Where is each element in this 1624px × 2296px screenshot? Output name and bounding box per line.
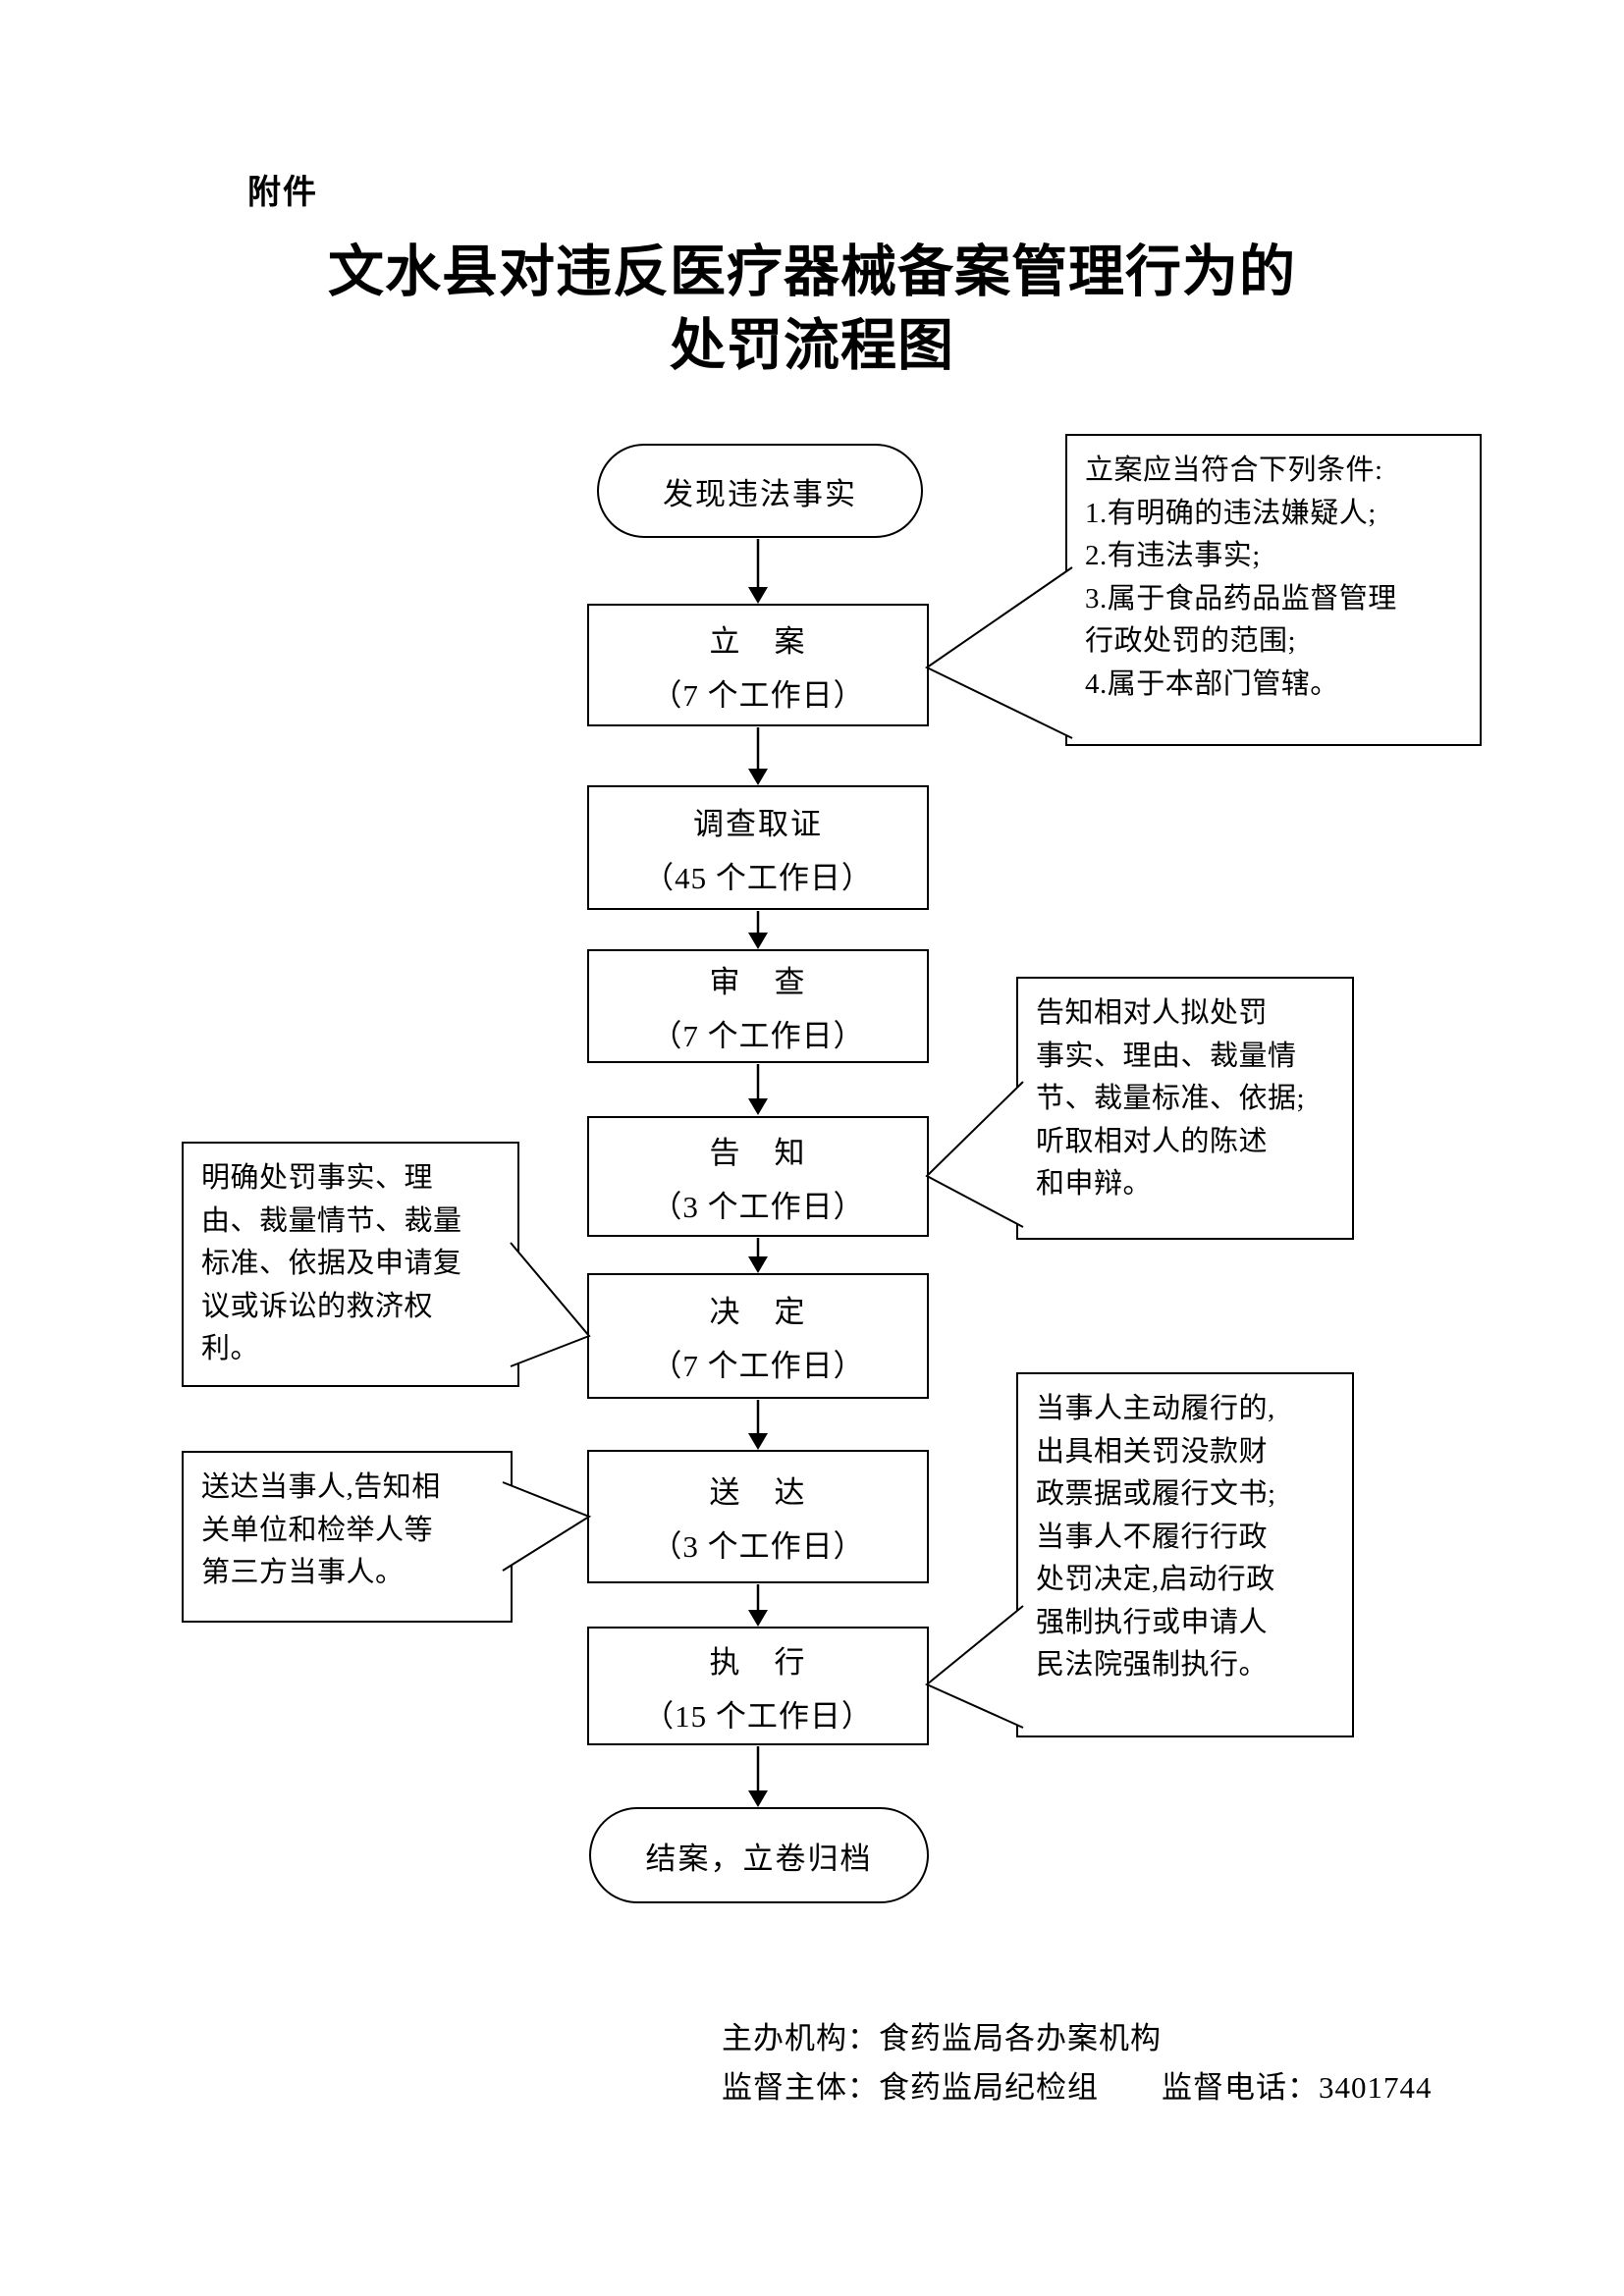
page-title-line-2: 处罚流程图 [670, 315, 954, 378]
callout-pointer-execution [925, 1605, 1024, 1729]
flow-arrow-investigation-to-review [748, 911, 768, 949]
flow-step-decision: 决 定 （7 个工作日） [587, 1273, 929, 1399]
attachment-label: 附件 [247, 175, 318, 211]
flow-step-execution-label: 执 行 [709, 1644, 807, 1680]
flow-start-label: 发现违法事实 [663, 476, 857, 511]
flow-step-delivery-label: 送 达 [709, 1475, 807, 1510]
flow-step-filing-label: 立 案 [709, 623, 807, 659]
callout-filing-conditions-text: 立案应当符合下列条件: 1.有明确的违法嫌疑人; 2.有违法事实; 3.属于食品… [1085, 454, 1397, 700]
callout-pointer-filing [925, 566, 1073, 739]
callout-decision-note-text: 明确处罚事实、理 由、裁量情节、裁量 标准、依据及申请复 议或诉讼的救济权 利。 [201, 1162, 462, 1364]
flow-step-execution-duration: （15 个工作日） [643, 1698, 873, 1734]
flow-step-execution: 执 行 （15 个工作日） [587, 1627, 929, 1745]
callout-execution-note-text: 当事人主动履行的, 出具相关罚没款财 政票据或履行文书; 当事人不履行行政 处罚… [1036, 1393, 1276, 1681]
footer-organizer: 主办机构：食药监局各办案机构 [722, 2021, 1162, 2056]
flow-arrow-start-to-filing [748, 539, 768, 604]
flow-step-decision-duration: （7 个工作日） [651, 1349, 865, 1383]
flow-arrow-review-to-notification [748, 1064, 768, 1115]
flow-step-filing-duration: （7 个工作日） [651, 677, 865, 713]
flow-step-notification-duration: （3 个工作日） [651, 1189, 865, 1224]
page-title-line-1: 文水县对违反医疗器械备案管理行为的 [328, 241, 1296, 303]
flow-step-decision-label: 决 定 [709, 1295, 807, 1329]
page-title: 文水县对违反医疗器械备案管理行为的 处罚流程图 [0, 236, 1624, 383]
flow-step-notification: 告 知 （3 个工作日） [587, 1116, 929, 1237]
callout-delivery-note-text: 送达当事人,告知相 关单位和检举人等 第三方当事人。 [201, 1471, 441, 1588]
flow-arrow-notification-to-decision [748, 1238, 768, 1273]
flow-step-investigation-label: 调查取证 [693, 806, 823, 841]
callout-decision-note: 明确处罚事实、理 由、裁量情节、裁量 标准、依据及申请复 议或诉讼的救济权 利。 [182, 1142, 519, 1387]
flow-arrow-decision-to-delivery [748, 1400, 768, 1450]
flow-step-review: 审 查 （7 个工作日） [587, 949, 929, 1063]
flow-start-terminal: 发现违法事实 [597, 444, 923, 538]
flow-step-delivery-duration: （3 个工作日） [651, 1529, 865, 1564]
callout-notification-note-text: 告知相对人拟处罚 事实、理由、裁量情 节、裁量标准、依据; 听取相对人的陈述 和… [1036, 997, 1306, 1200]
callout-pointer-notification [925, 1081, 1024, 1228]
flow-step-notification-label: 告 知 [709, 1135, 807, 1170]
flow-arrow-execution-to-end [748, 1746, 768, 1807]
callout-delivery-note: 送达当事人,告知相 关单位和检举人等 第三方当事人。 [182, 1451, 513, 1623]
callout-pointer-delivery [502, 1481, 592, 1572]
footer-info: 主办机构：食药监局各办案机构 监督主体：食药监局纪检组 监督电话：3401744 [722, 2014, 1433, 2112]
flow-end-label: 结案，立卷归档 [645, 1841, 873, 1876]
flow-end-terminal: 结案，立卷归档 [589, 1807, 929, 1903]
flow-arrow-filing-to-investigation [748, 727, 768, 785]
flow-step-review-label: 审 查 [709, 965, 807, 999]
flow-arrow-delivery-to-execution [748, 1584, 768, 1627]
flow-step-filing: 立 案 （7 个工作日） [587, 604, 929, 726]
flow-step-review-duration: （7 个工作日） [651, 1019, 865, 1053]
callout-execution-note: 当事人主动履行的, 出具相关罚没款财 政票据或履行文书; 当事人不履行行政 处罚… [1016, 1372, 1354, 1737]
flow-step-delivery: 送 达 （3 个工作日） [587, 1450, 929, 1583]
flow-step-investigation: 调查取证 （45 个工作日） [587, 785, 929, 910]
callout-filing-conditions: 立案应当符合下列条件: 1.有明确的违法嫌疑人; 2.有违法事实; 3.属于食品… [1065, 434, 1482, 746]
callout-pointer-decision [510, 1242, 591, 1367]
callout-notification-note: 告知相对人拟处罚 事实、理由、裁量情 节、裁量标准、依据; 听取相对人的陈述 和… [1016, 977, 1354, 1240]
flow-step-investigation-duration: （45 个工作日） [643, 860, 873, 895]
footer-supervisor: 监督主体：食药监局纪检组 监督电话：3401744 [722, 2070, 1433, 2106]
